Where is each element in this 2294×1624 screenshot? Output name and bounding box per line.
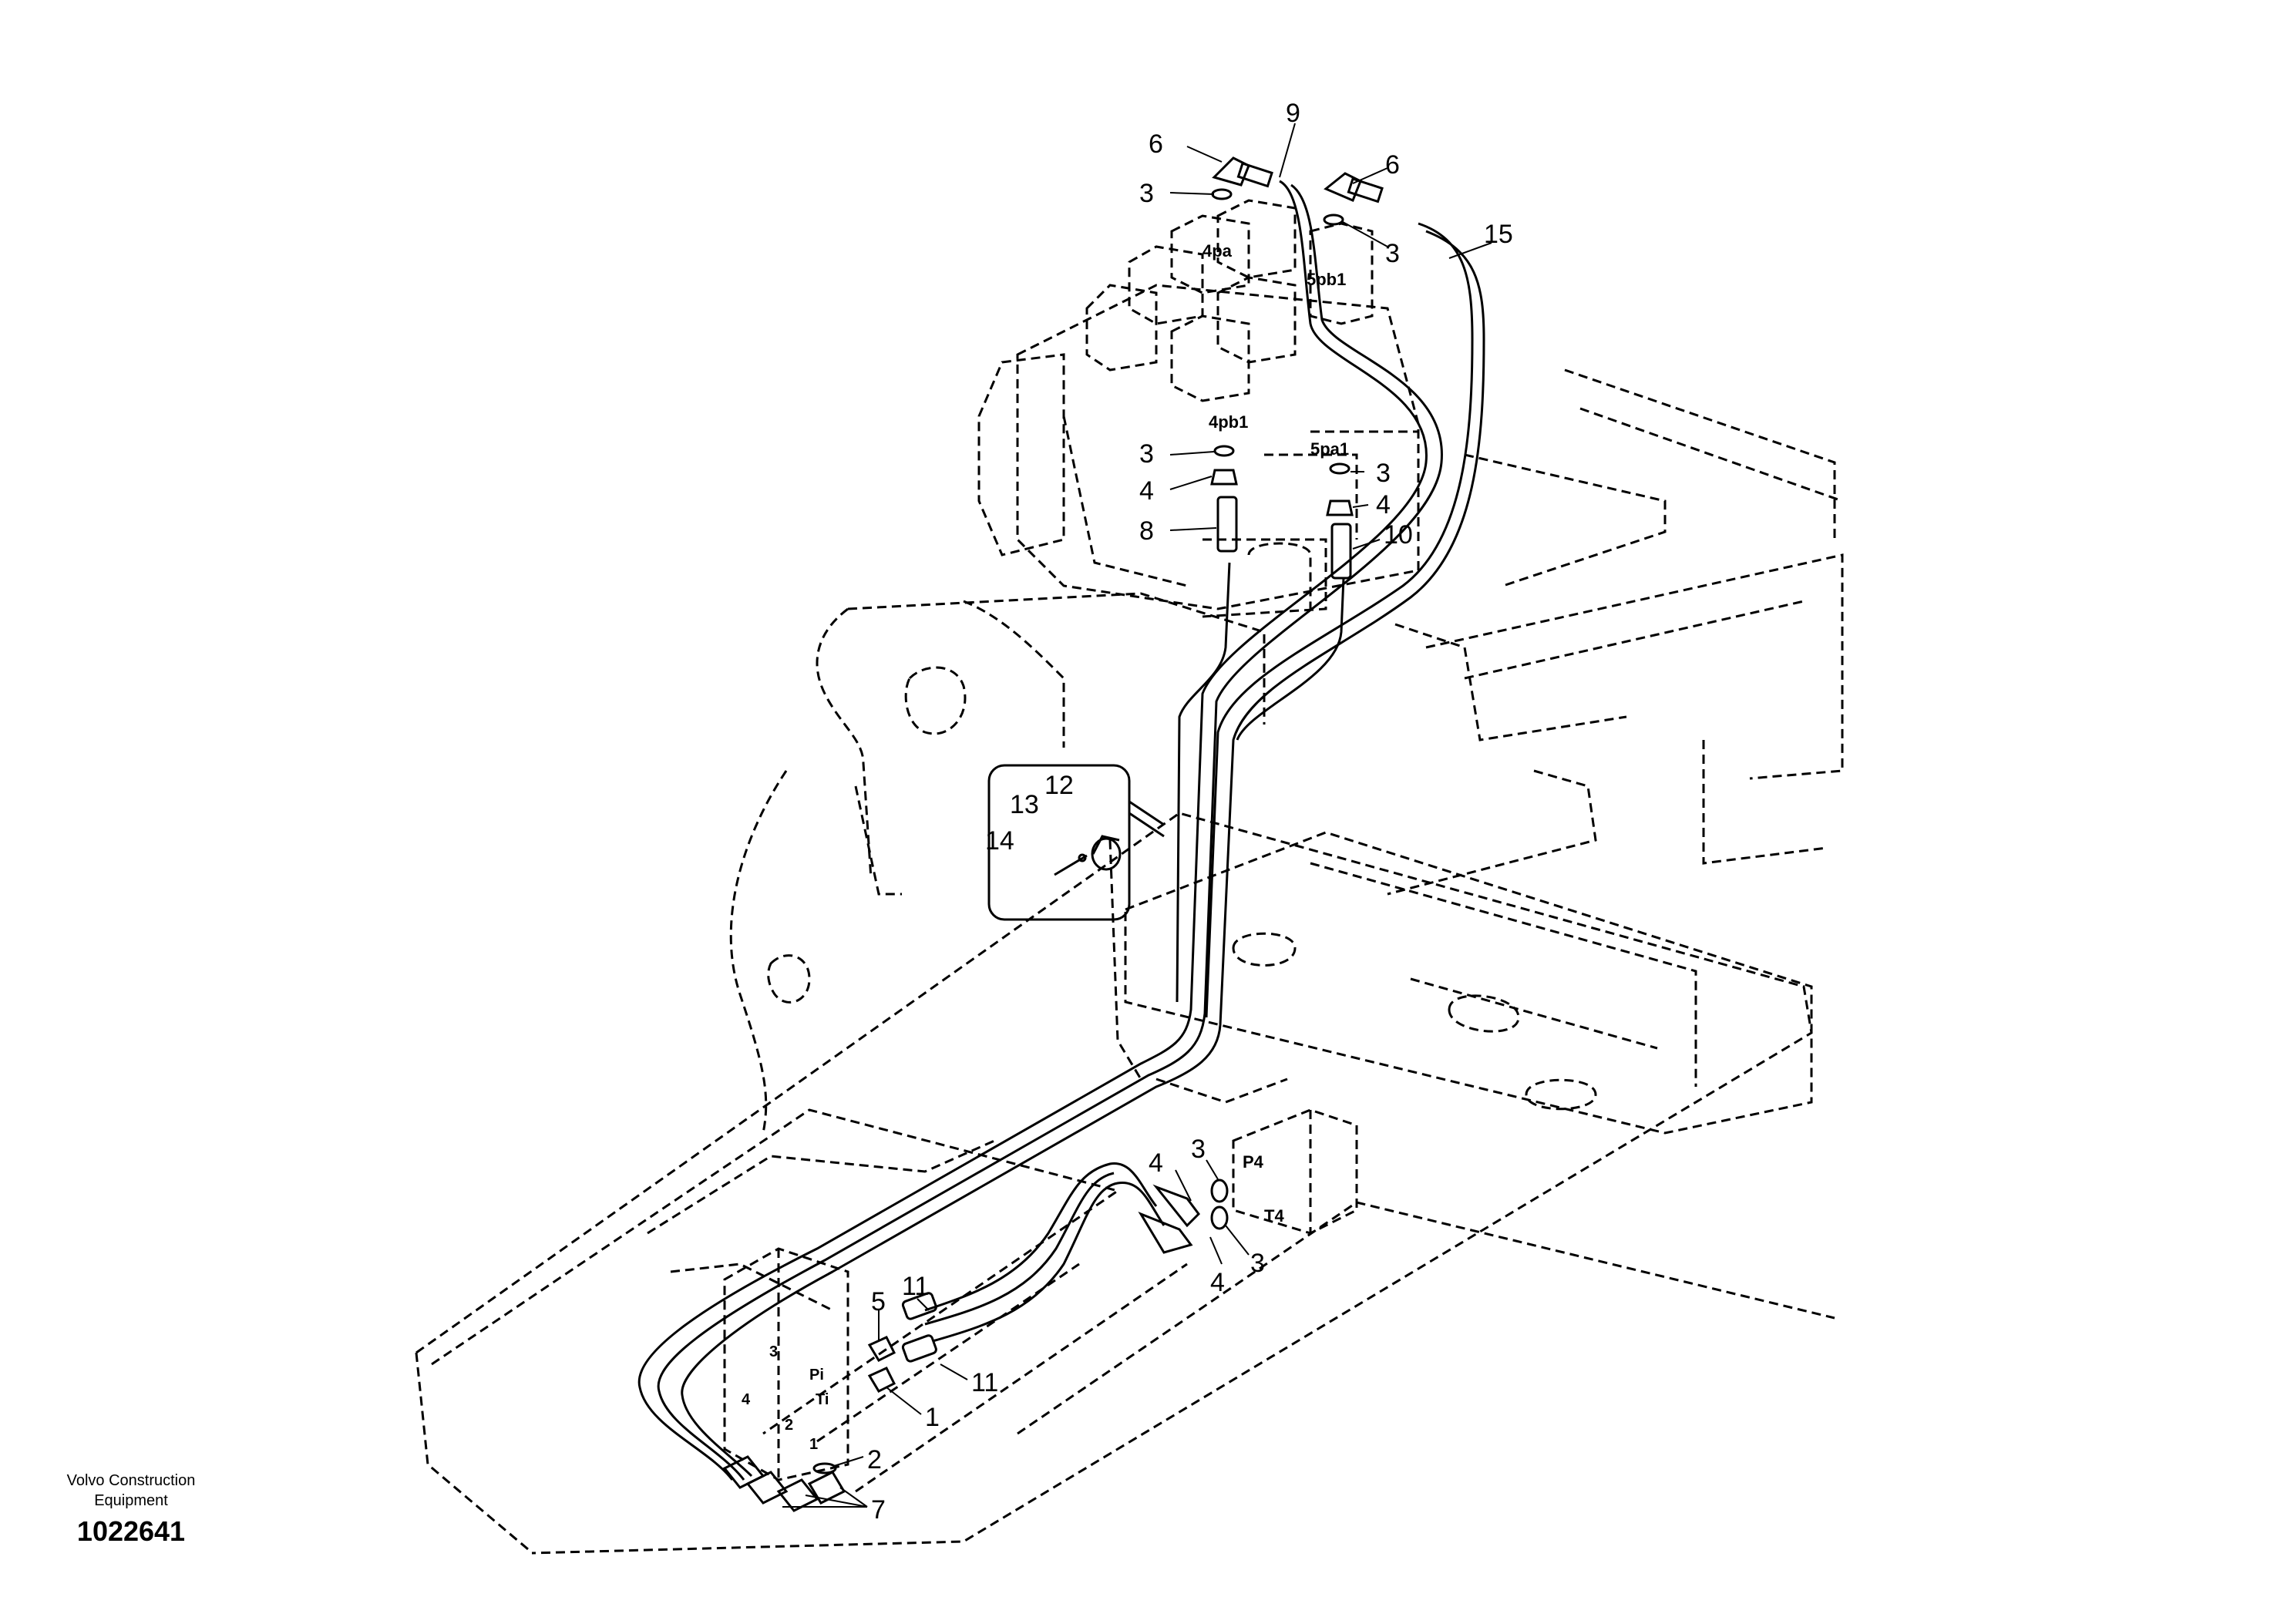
port-label: 5pa1 — [1310, 439, 1349, 459]
callout-4: 4 — [1149, 1148, 1163, 1178]
port-labels: 4pa 5pb1 4pb1 5pa1 P4 T4 Pi Ti 3 4 2 1 — [742, 241, 1349, 1453]
port-label: T4 — [1264, 1206, 1284, 1226]
callout-11: 11 — [971, 1368, 998, 1397]
callout-3: 3 — [1376, 459, 1391, 488]
port-label: 3 — [769, 1343, 778, 1360]
callout-4: 4 — [1210, 1268, 1225, 1297]
callout-10: 10 — [1384, 520, 1413, 550]
leader-lines — [782, 123, 1492, 1508]
callout-12: 12 — [1044, 771, 1074, 800]
callout-1: 1 — [925, 1403, 940, 1432]
brand-line-2: Equipment — [94, 1492, 168, 1509]
port-label: 4pb1 — [1209, 412, 1248, 432]
frame-outline — [415, 199, 1844, 1555]
callout-5: 5 — [871, 1287, 886, 1316]
callout-9: 9 — [1286, 99, 1300, 128]
port-label: 1 — [809, 1436, 818, 1453]
callout-6: 6 — [1149, 129, 1163, 159]
port-label: P4 — [1243, 1152, 1264, 1172]
callout-13: 13 — [1010, 790, 1039, 819]
callout-2: 2 — [867, 1445, 882, 1474]
callout-4: 4 — [1139, 476, 1154, 506]
callout-14: 14 — [985, 826, 1014, 856]
callout-7: 7 — [871, 1495, 886, 1525]
callout-numbers: 6 9 3 6 3 15 3 4 8 3 4 10 12 13 14 3 4 3… — [867, 99, 1513, 1525]
callout-3: 3 — [1385, 239, 1400, 268]
fittings — [722, 156, 1384, 1512]
callout-11: 11 — [902, 1272, 929, 1301]
clamp-detail-inset — [987, 764, 1165, 921]
port-label: 4 — [742, 1391, 751, 1408]
document-number: 1022641 — [76, 1515, 186, 1547]
brand-caption: Volvo Construction Equipment — [46, 1471, 216, 1511]
callout-8: 8 — [1139, 516, 1154, 546]
callout-3: 3 — [1191, 1135, 1206, 1164]
port-label: 4pa — [1202, 241, 1233, 261]
port-label: 2 — [785, 1417, 793, 1434]
callout-3: 3 — [1139, 439, 1154, 469]
callout-3: 3 — [1139, 179, 1154, 208]
port-label: Ti — [816, 1391, 829, 1408]
hoses — [637, 180, 1485, 1481]
brand-line-1: Volvo Construction — [66, 1472, 196, 1489]
port-label: 5pb1 — [1307, 270, 1346, 289]
callout-15: 15 — [1484, 220, 1513, 249]
callout-3: 3 — [1250, 1249, 1265, 1278]
callout-6: 6 — [1385, 150, 1400, 180]
port-label: Pi — [809, 1367, 824, 1384]
callout-4: 4 — [1376, 490, 1391, 519]
